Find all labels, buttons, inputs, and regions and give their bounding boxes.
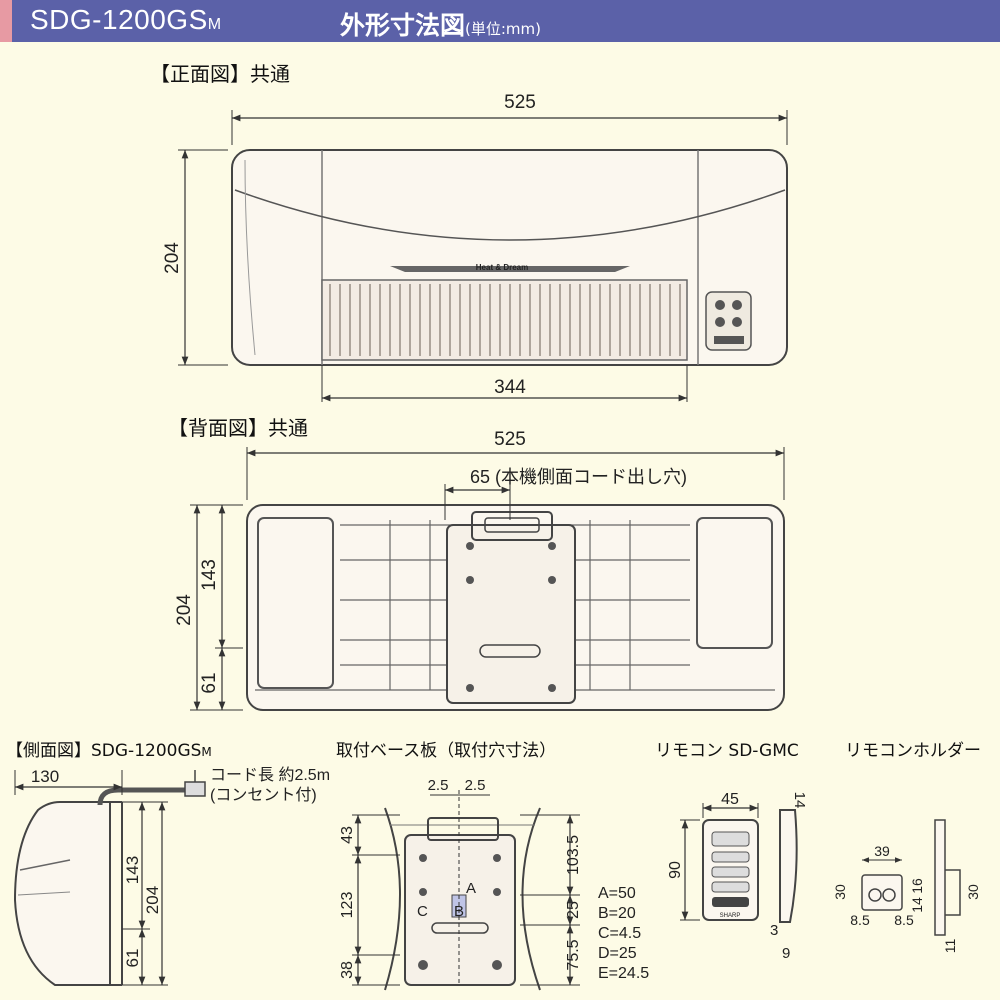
side-body [13,801,111,986]
remote-b1-label: 3 [770,922,778,939]
header-bar: SDG-1200GSM 外形寸法図(単位:mm) [0,0,1000,42]
model-name: SDG-1200GSM [30,4,222,35]
side-depth-label: 130 [31,767,59,786]
back-view-title: 【背面図】共通 [168,416,308,440]
front-logo: Heat & Dream [476,263,528,272]
holder-side [934,819,946,936]
side-204-label: 204 [143,886,162,914]
dimension-legend: A=50B=20C=4.5D=25E=24.5 [598,885,649,982]
remote-title: リモコン SD-GMC [655,741,799,761]
holder-s3-label: 11 [942,939,958,954]
holder-body [861,874,903,911]
remote-view: SHARP 45 90 14 3 9 [667,791,808,962]
base-75-label: 75.5 [565,939,582,970]
front-width-label: 525 [504,92,536,113]
base-a-label: A [466,880,476,897]
base-plate-view: 2.5 2.5 A B C 43 123 38 103.5 25 75.5 A=… [339,777,649,991]
back-view: 525 65 (本機側面コード出し穴) 204 143 61 [174,429,785,711]
holder-s1-label: 8.5 [850,912,870,928]
front-view: Heat & Dream 525 204 344 [162,92,788,402]
legend-item: D=25 [598,945,637,962]
back-upper-label: 143 [199,559,220,591]
page-title: 外形寸法図(単位:mm) [340,11,541,40]
base-c-label: C [417,903,428,920]
holder-title: リモコンホルダー [845,741,981,761]
legend-item: C=4.5 [598,925,641,942]
legend-item: E=24.5 [598,965,649,982]
holder-h1-label: 30 [832,884,848,900]
remote-brand: SHARP [720,913,741,919]
back-width-label: 525 [494,429,526,450]
side-view-title: 【側面図】SDG-1200GSM [6,741,212,761]
remote-width-label: 45 [721,791,739,808]
front-grille [321,279,688,361]
base-25-label: 25 [565,901,582,919]
cord-length-note: コード長 約2.5m [210,766,330,784]
base-123-label: 123 [339,892,356,919]
holder-s2-label: 8.5 [894,912,914,928]
side-143-label: 143 [123,856,142,884]
base-top-right-label: 2.5 [465,777,486,794]
remote-side [779,809,798,923]
remote-depth-label: 14 [791,792,808,809]
base-plate-title: 取付ベース板（取付穴寸法） [336,741,557,761]
cord-outlet-note: (コンセント付) [210,786,317,804]
holder-width-label: 39 [874,843,890,859]
front-grille-label: 344 [494,377,526,398]
cord-hole-label: 65 (本機側面コード出し穴) [470,467,687,487]
front-height-label: 204 [162,242,183,274]
remote-b2-label: 9 [782,945,790,962]
holder-h3-label: 14 [909,897,925,913]
base-b-label: B [454,903,464,920]
back-lower-label: 61 [199,672,220,693]
front-view-title: 【正面図】共通 [150,62,290,86]
base-top-left-label: 2.5 [428,777,449,794]
back-height-label: 204 [174,594,195,626]
base-43-label: 43 [339,826,356,844]
side-61-label: 61 [123,949,142,968]
base-103-label: 103.5 [565,835,582,875]
legend-item: B=20 [598,905,636,922]
header-accent [0,0,12,42]
legend-item: A=50 [598,885,636,902]
back-mounting-plate [446,524,576,704]
holder-view: 39 30 16 14 8.5 8.5 30 11 [832,819,981,954]
holder-h2-label: 16 [909,878,925,894]
holder-h4-label: 30 [965,884,981,900]
remote-height-label: 90 [667,861,684,879]
side-view: コード長 約2.5m (コンセント付) 130 143 204 61 [13,766,330,986]
base-38-label: 38 [339,961,356,979]
